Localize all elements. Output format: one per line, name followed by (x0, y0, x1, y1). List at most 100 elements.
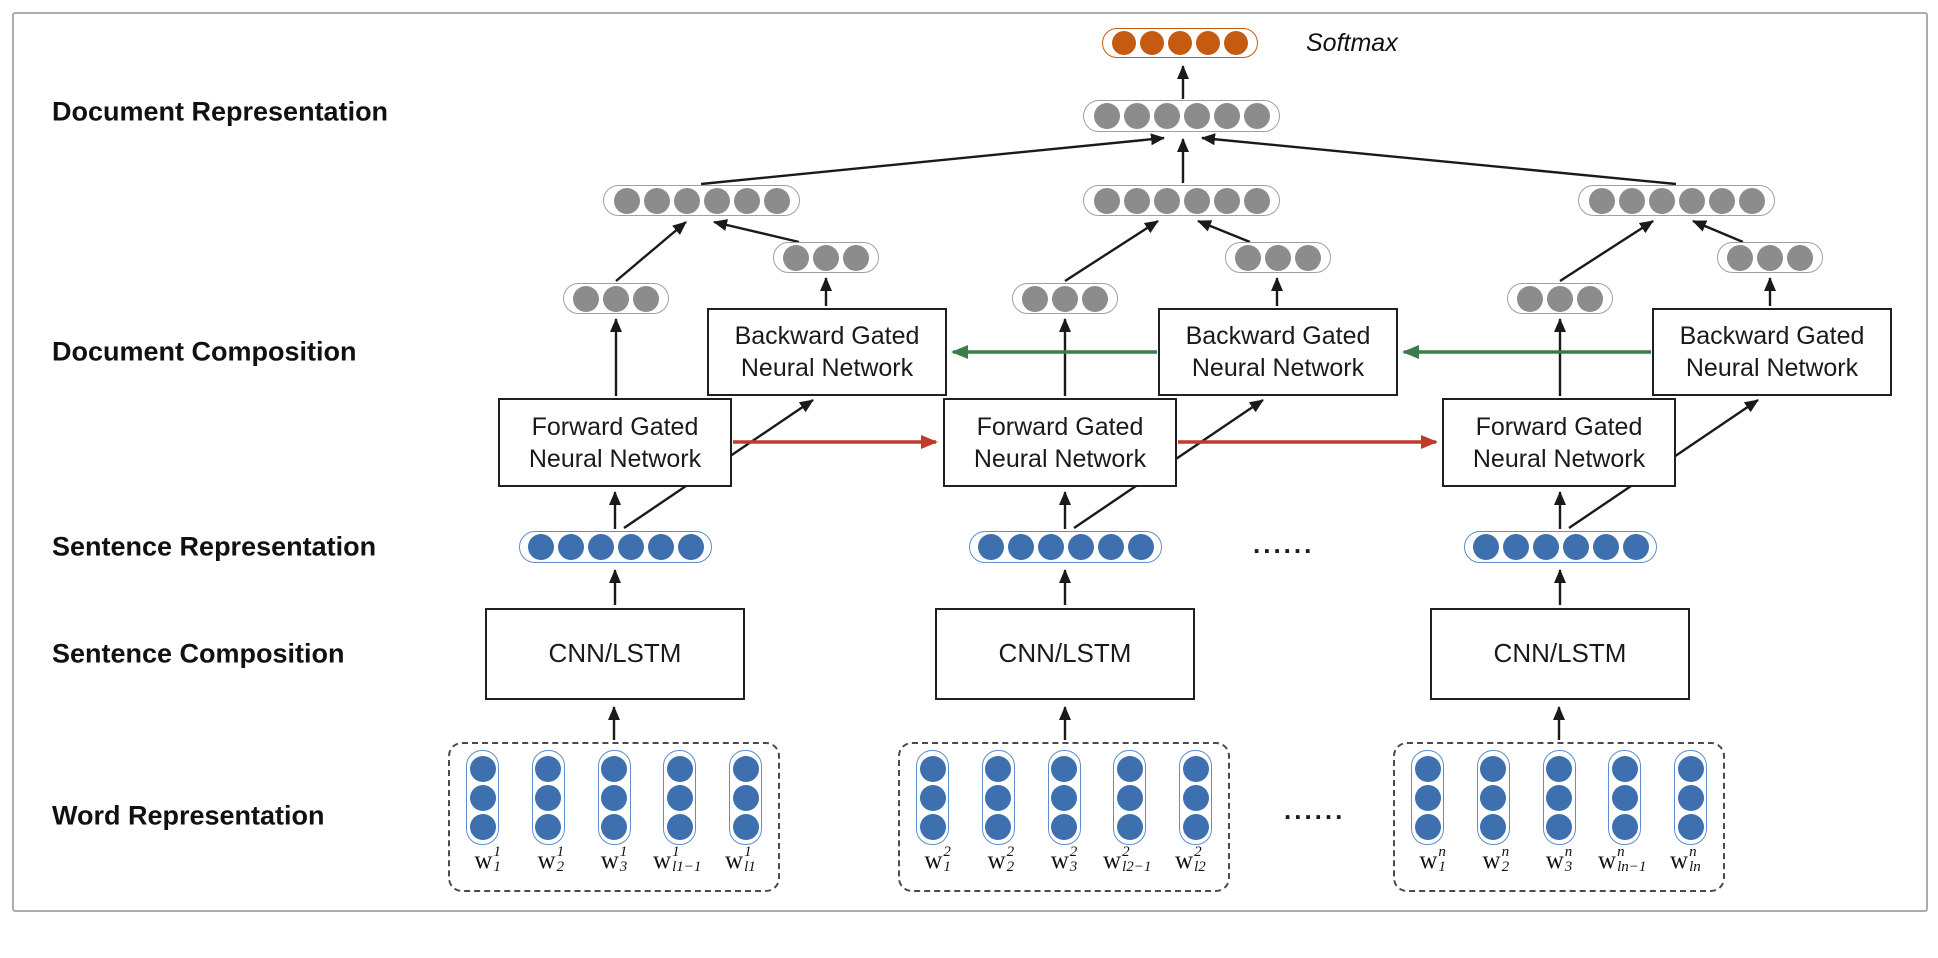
box-label-line1: Backward Gated (1185, 322, 1371, 350)
dot (1577, 285, 1603, 312)
row-label-document-composition: Document Composition (52, 336, 357, 367)
dot (633, 285, 659, 312)
dot (1546, 784, 1572, 811)
word-vector-row (900, 744, 1228, 845)
backward-output-capsule-2 (1225, 242, 1331, 273)
black-arrow (1559, 219, 1654, 283)
dot (535, 755, 562, 782)
word-vector-capsule (597, 750, 631, 845)
dot (1414, 813, 1441, 840)
word-symbol: w (1103, 847, 1122, 874)
box-label-line2: Neural Network (1685, 354, 1859, 382)
dot (1051, 784, 1077, 811)
dot (1140, 31, 1164, 55)
dot (1588, 187, 1615, 214)
dot (1265, 244, 1291, 271)
dot (985, 784, 1012, 811)
word-subscript: ln (1689, 859, 1701, 876)
dot (813, 244, 839, 271)
word-ellipsis: ...... (1284, 795, 1346, 825)
word-symbol: w (537, 847, 556, 874)
dot (1414, 784, 1441, 811)
word-superscript: 2 (1122, 844, 1130, 860)
dot (732, 813, 759, 840)
cnn-lstm-box-1: CNN/LSTM (485, 608, 745, 700)
word-superscript: 1 (493, 844, 501, 860)
dot (1562, 534, 1589, 560)
dot (1116, 755, 1143, 782)
word-symbol: w (1419, 847, 1438, 874)
dot (587, 534, 614, 560)
box-label-line1: Backward Gated (734, 322, 920, 350)
word-vector-capsule (1179, 750, 1212, 845)
word-subscript: 2 (1006, 859, 1015, 876)
backward-output-capsule-3 (1717, 242, 1823, 273)
dot (1213, 103, 1240, 129)
dot (666, 755, 693, 782)
dot (1235, 244, 1261, 271)
sentence-ellipsis: ...... (1253, 529, 1315, 559)
dot (1611, 755, 1638, 782)
dot (1787, 244, 1813, 271)
dot (1116, 784, 1143, 811)
black-arrow (1197, 219, 1251, 244)
dot (1022, 285, 1048, 312)
dot (763, 187, 790, 214)
dot (1480, 784, 1507, 811)
dot (1618, 187, 1645, 214)
word-symbol: w (987, 847, 1006, 874)
dot (1153, 103, 1180, 129)
dot (617, 534, 644, 560)
dot (557, 534, 584, 560)
dot (1093, 103, 1120, 129)
black-arrow (1692, 219, 1744, 244)
dot (1052, 285, 1078, 312)
word-vector-capsule (1674, 750, 1707, 845)
box-label: CNN/LSTM (548, 638, 682, 669)
box-label-line1: Forward Gated (976, 412, 1144, 441)
box-label-line1: Backward Gated (1679, 322, 1865, 350)
box-label-line2: Neural Network (973, 444, 1147, 473)
word-subscript: 1 (493, 859, 501, 876)
softmax-label: Softmax (1306, 29, 1398, 57)
dot (1183, 103, 1210, 129)
dot (1093, 187, 1120, 214)
word-symbol: w (600, 847, 619, 874)
dot (733, 187, 760, 214)
dot (703, 187, 730, 214)
word-vector-capsule (1476, 750, 1510, 845)
word-vector-row (450, 744, 778, 845)
dot (527, 534, 554, 560)
dot (1082, 285, 1108, 312)
dot (1517, 285, 1543, 312)
black-arrow (1064, 219, 1159, 283)
dot (535, 813, 562, 840)
word-superscript: 1 (619, 844, 628, 860)
word-superscript: n (1438, 844, 1446, 860)
softmax-output-capsule (1102, 28, 1258, 58)
dot (1097, 534, 1124, 560)
word-vector-capsule (916, 750, 949, 845)
word-subscript: l2 (1194, 859, 1206, 876)
dot (919, 813, 946, 840)
word-superscript: 1 (672, 844, 680, 860)
dot (1243, 103, 1270, 129)
sentence-representation-capsule-3 (1464, 531, 1657, 563)
word-symbol: w (1482, 847, 1501, 874)
black-arrow (615, 221, 687, 282)
